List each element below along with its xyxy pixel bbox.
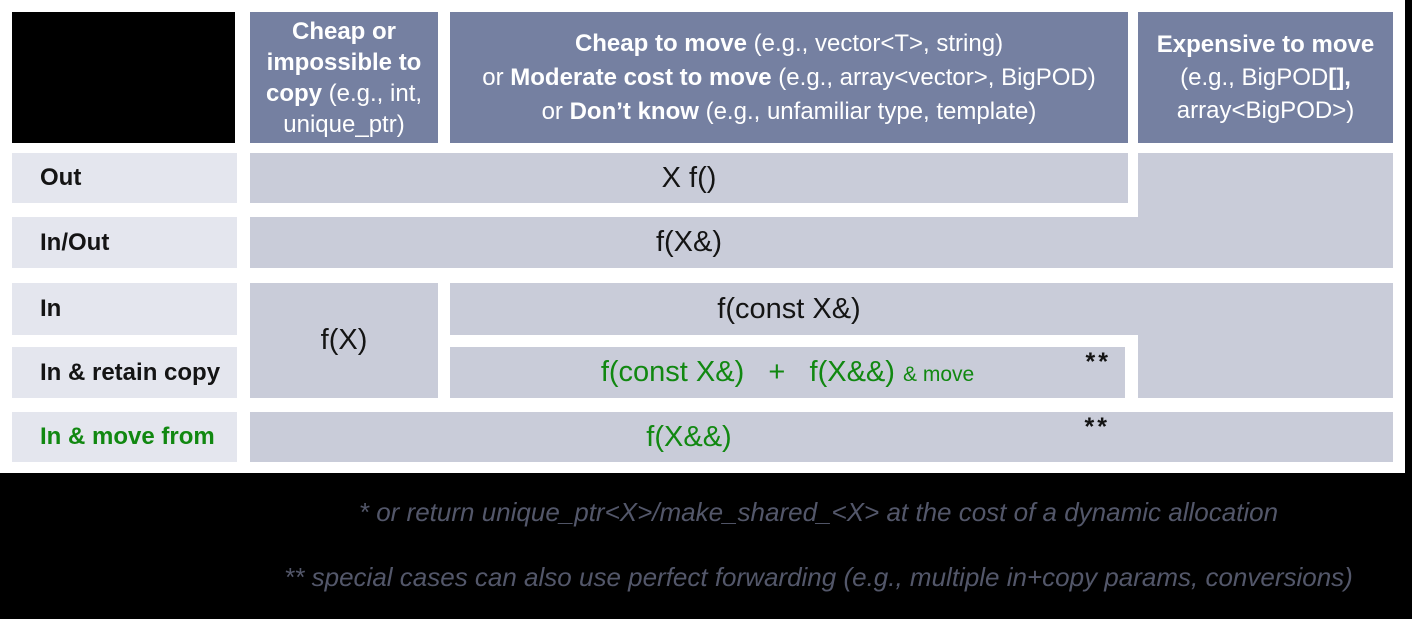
cell-text: f(X) (320, 324, 368, 356)
cell-in-retain-copy: f(const X&) + f(X&&) & move ** (450, 347, 1125, 398)
row-label-in-retain-copy: In & retain copy (12, 347, 237, 398)
cell-in-const-ref: f(const X&) (450, 283, 1393, 335)
cell-text: X f() (661, 161, 717, 194)
double-asterisk-marker: ** (1084, 413, 1110, 441)
cell-in-move-from: f(X&&) ** (250, 412, 1393, 462)
cell-text: f(X&&) (646, 420, 732, 453)
cell-in-expensive-extension (1138, 335, 1393, 398)
cell-out-return-by-value: X f() (250, 153, 1128, 203)
row-label-in-out: In/Out (12, 217, 237, 268)
column-header-expensive-move: Expensive to move(e.g., BigPOD[],array<B… (1138, 12, 1393, 143)
cell-text: f(X&) (655, 226, 723, 258)
row-label-out: Out (12, 153, 237, 203)
cell-in-by-value: f(X) (250, 283, 438, 398)
row-label-in-move-from: In & move from (12, 412, 237, 462)
header-corner-box (12, 12, 235, 143)
column-header-cheap-move: Cheap to move (e.g., vector<T>, string)o… (450, 12, 1128, 143)
footnote-perfect-forwarding: ** special cases can also use perfect fo… (284, 562, 1353, 592)
cell-text: f(const X&) (717, 292, 861, 325)
cell-inout-ref: f(X&) (250, 217, 1393, 268)
cell-text: f(const X&) + f(X&&) & move (600, 356, 975, 388)
double-asterisk-marker: ** (1085, 348, 1111, 376)
row-label-in: In (12, 283, 237, 335)
footnote-dynamic-allocation: * or return unique_ptr<X>/make_shared_<X… (358, 497, 1279, 527)
